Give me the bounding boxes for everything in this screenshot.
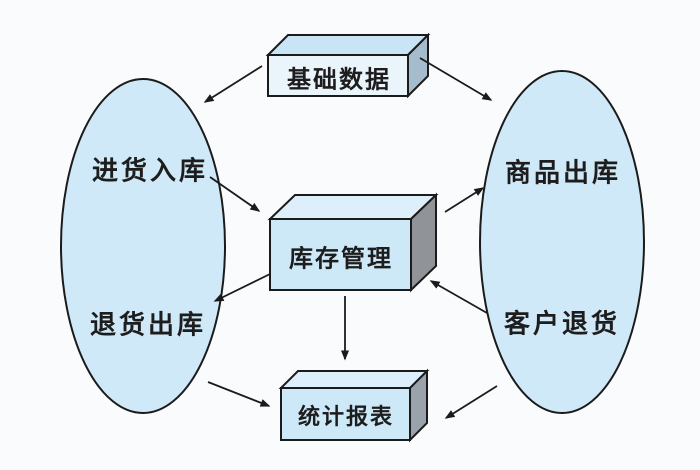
purchase-in-label: 进货入库 (91, 156, 209, 187)
arrow-basicdata-to-purchasein (203, 65, 263, 103)
arrow-inventory-to-goodsout (444, 187, 485, 213)
left-zone-ellipse (60, 78, 226, 414)
return-out-label: 退货出库 (89, 310, 207, 341)
arrow-basicdata-to-goodsout (419, 57, 493, 101)
arrows (203, 57, 498, 419)
customer-return-label: 客户退货 (503, 309, 621, 340)
inventory-mgmt-box (267, 192, 439, 293)
arrow-inventory-to-returnout (213, 273, 271, 302)
right-zone-ellipse (479, 70, 645, 414)
arrow-customerreturn-to-inventory (429, 280, 488, 314)
goods-out-label: 商品出库 (504, 158, 622, 189)
arrow-customerreturn-to-statsreport (444, 385, 498, 419)
stats-report-label: 统计报表 (297, 405, 395, 430)
basic-data-box (265, 32, 431, 99)
inventory-mgmt-label: 库存管理 (289, 244, 393, 273)
stats-report-box (278, 368, 430, 443)
basic-data-label: 基础数据 (287, 65, 391, 94)
arrow-purchasein-to-inventory (209, 176, 261, 212)
arrow-returnout-to-statsreport (207, 381, 271, 407)
